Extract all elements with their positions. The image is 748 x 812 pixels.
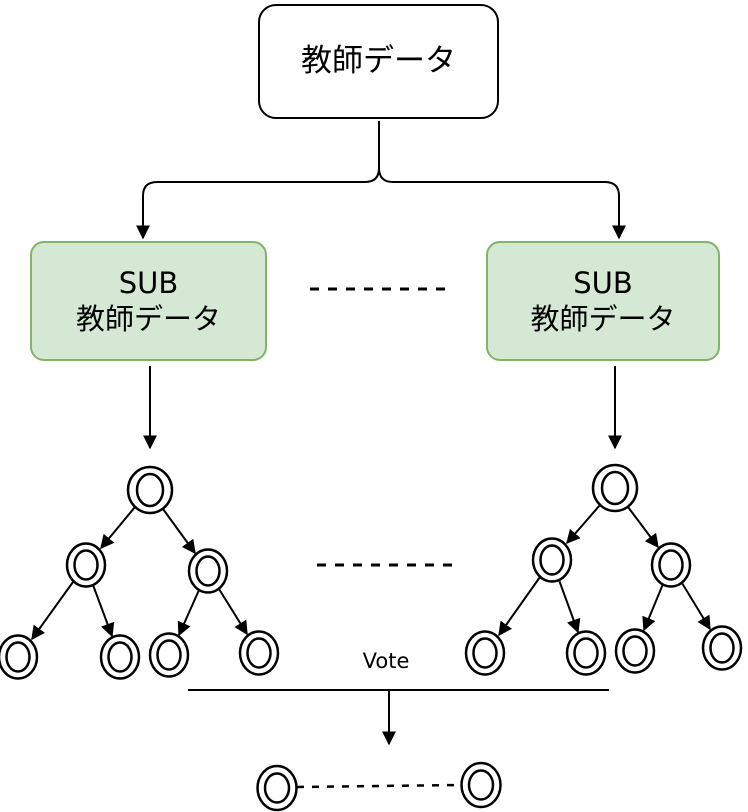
right-tree-root-node bbox=[591, 463, 639, 513]
right-tree-leaf-node bbox=[565, 630, 607, 676]
right-tree-leaf-node bbox=[614, 628, 656, 674]
right-tree-mid-node bbox=[531, 537, 573, 583]
result-node-left bbox=[256, 764, 298, 812]
vote-label: Vote bbox=[362, 649, 410, 673]
right-tree-leaf-node bbox=[701, 625, 743, 671]
sub-label-line1: SUB bbox=[118, 265, 179, 300]
sub-teacher-data-box-left: SUB 教師データ bbox=[30, 241, 267, 361]
sub-teacher-data-box-right: SUB 教師データ bbox=[486, 241, 720, 361]
sub-label-line1: SUB bbox=[573, 265, 633, 300]
left-tree-leaf-node bbox=[0, 634, 39, 680]
result-node-right bbox=[460, 761, 502, 809]
left-tree-leaf-node bbox=[99, 634, 141, 680]
result-nodes bbox=[256, 761, 502, 812]
left-tree-leaf-node bbox=[148, 632, 190, 678]
left-tree-root-node bbox=[126, 465, 174, 515]
right-tree bbox=[464, 463, 743, 676]
right-tree-edges bbox=[498, 504, 711, 637]
right-tree-leaf-node bbox=[464, 630, 506, 676]
result-dashed-connector bbox=[296, 783, 461, 789]
vote-aggregator bbox=[188, 689, 609, 746]
teacher-data-label: 教師データ bbox=[301, 43, 456, 80]
left-tree-leaf-node bbox=[238, 630, 280, 676]
left-tree-mid-node bbox=[187, 548, 229, 594]
teacher-data-box: 教師データ bbox=[258, 4, 499, 119]
sub-label-line2: 教師データ bbox=[75, 302, 221, 336]
right-tree-mid-node bbox=[650, 542, 692, 588]
left-tree-edges bbox=[31, 506, 248, 641]
split-branch-left bbox=[136, 121, 380, 240]
left-tree-mid-node bbox=[65, 542, 107, 588]
root-split-connector bbox=[136, 121, 626, 240]
split-branch-right bbox=[378, 121, 626, 240]
sub-label-line2: 教師データ bbox=[530, 302, 676, 336]
left-tree bbox=[0, 465, 280, 680]
